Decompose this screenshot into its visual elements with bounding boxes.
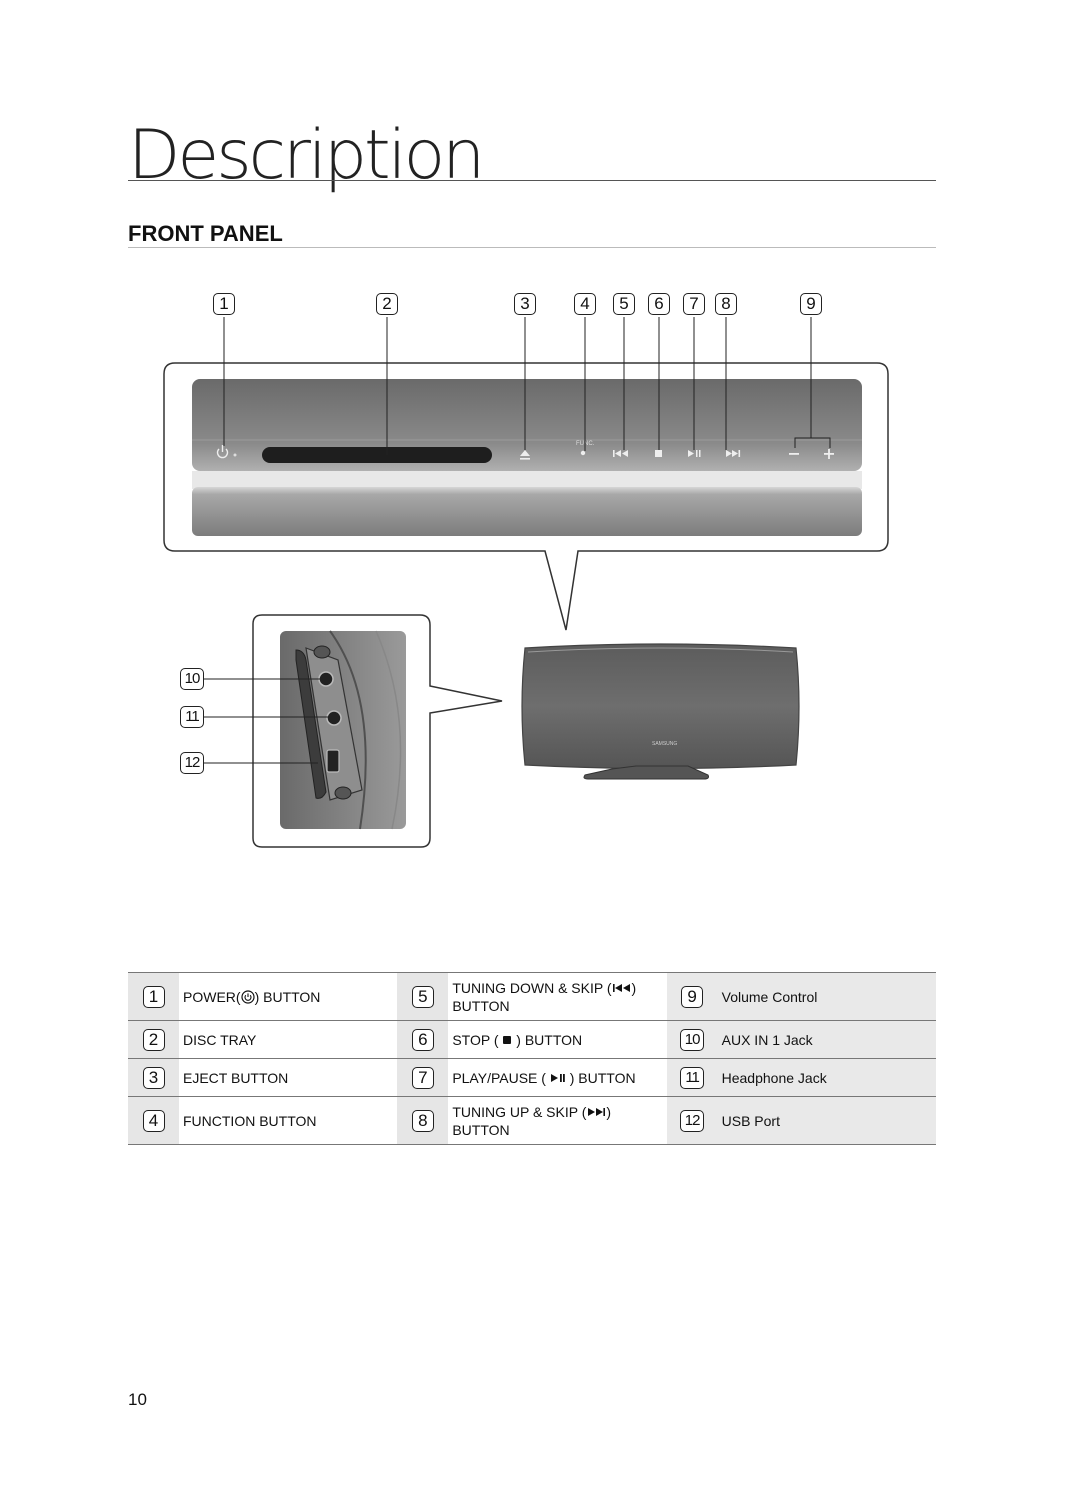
item-number: 9 (681, 985, 704, 1008)
tv-stand (583, 765, 709, 780)
item-label: Volume Control (717, 972, 936, 1021)
item-number: 6 (411, 1028, 434, 1051)
item-number: 5 (411, 985, 434, 1008)
stop-icon (655, 450, 662, 457)
front-panel-bottom (192, 487, 862, 536)
front-panel-table: 1 POWER() BUTTON 5 TUNING DOWN & SKIP ()… (128, 972, 936, 1145)
item-number: 12 (680, 1109, 705, 1132)
tv-body (521, 643, 800, 770)
callout-4: 4 (574, 293, 596, 315)
stop-icon (503, 1035, 512, 1044)
item-label: FUNCTION BUTTON (179, 1096, 398, 1145)
table-row: 2 DISC TRAY 6 STOP ( ) BUTTON 10 AUX IN … (128, 1020, 936, 1059)
brand-label: SAMSUNG (652, 741, 677, 747)
eject-icon (520, 450, 530, 460)
item-number: 10 (680, 1028, 705, 1051)
item-number: 3 (142, 1066, 165, 1089)
table-row: 1 POWER() BUTTON 5 TUNING DOWN & SKIP ()… (128, 972, 936, 1021)
table-row: 3 EJECT BUTTON 7 PLAY/PAUSE ( ) BUTTON 1… (128, 1058, 936, 1097)
item-label: POWER() BUTTON (179, 972, 398, 1021)
item-label: Headphone Jack (717, 1058, 936, 1097)
item-label: STOP ( ) BUTTON (448, 1020, 667, 1059)
item-label: USB Port (717, 1096, 936, 1145)
item-number: 1 (142, 985, 165, 1008)
section-title: FRONT PANEL (128, 221, 283, 246)
heading-rule (128, 180, 936, 181)
callout-5: 5 (613, 293, 635, 315)
callout-9: 9 (800, 293, 822, 315)
callout-12: 12 (180, 752, 204, 774)
callout-7: 7 (683, 293, 705, 315)
item-number: 11 (680, 1066, 705, 1089)
item-label: PLAY/PAUSE ( ) BUTTON (448, 1058, 667, 1097)
table-row: 4 FUNCTION BUTTON 8 TUNING UP & SKIP ()B… (128, 1096, 936, 1145)
skip-forward-icon (726, 450, 741, 457)
callout-3: 3 (514, 293, 536, 315)
skip-back-icon (612, 983, 630, 992)
page-heading: Description (128, 116, 485, 195)
plus-icon (824, 449, 834, 459)
front-panel-diagram: FUNC. (163, 317, 889, 848)
front-panel-strip (192, 471, 862, 489)
leader-lines (223, 317, 831, 455)
page-number: 10 (128, 1390, 147, 1409)
item-number: 7 (411, 1066, 434, 1089)
callout-10: 10 (180, 668, 204, 690)
skip-forward-icon (588, 1107, 606, 1116)
section-rule (128, 247, 936, 248)
usb-port (326, 749, 340, 773)
callout-2: 2 (376, 293, 398, 315)
play-pause-icon (550, 1073, 565, 1082)
power-icon (240, 989, 255, 1004)
power-icon (216, 445, 229, 459)
play-pause-icon (688, 450, 701, 457)
disc-tray (262, 447, 492, 463)
item-number: 8 (411, 1109, 434, 1132)
item-label: EJECT BUTTON (179, 1058, 398, 1097)
minus-icon (789, 453, 799, 455)
headphone-jack (326, 710, 342, 726)
callout-1: 1 (213, 293, 235, 315)
callout-8: 8 (715, 293, 737, 315)
item-number: 4 (142, 1109, 165, 1132)
item-label: TUNING DOWN & SKIP ()BUTTON (448, 972, 667, 1021)
item-number: 2 (142, 1028, 165, 1051)
skip-back-icon (613, 450, 628, 457)
item-label: DISC TRAY (179, 1020, 398, 1059)
function-button (580, 450, 586, 456)
item-label: TUNING UP & SKIP ()BUTTON (448, 1096, 667, 1145)
callout-11: 11 (180, 706, 204, 728)
callout-6: 6 (648, 293, 670, 315)
item-label: AUX IN 1 Jack (717, 1020, 936, 1059)
